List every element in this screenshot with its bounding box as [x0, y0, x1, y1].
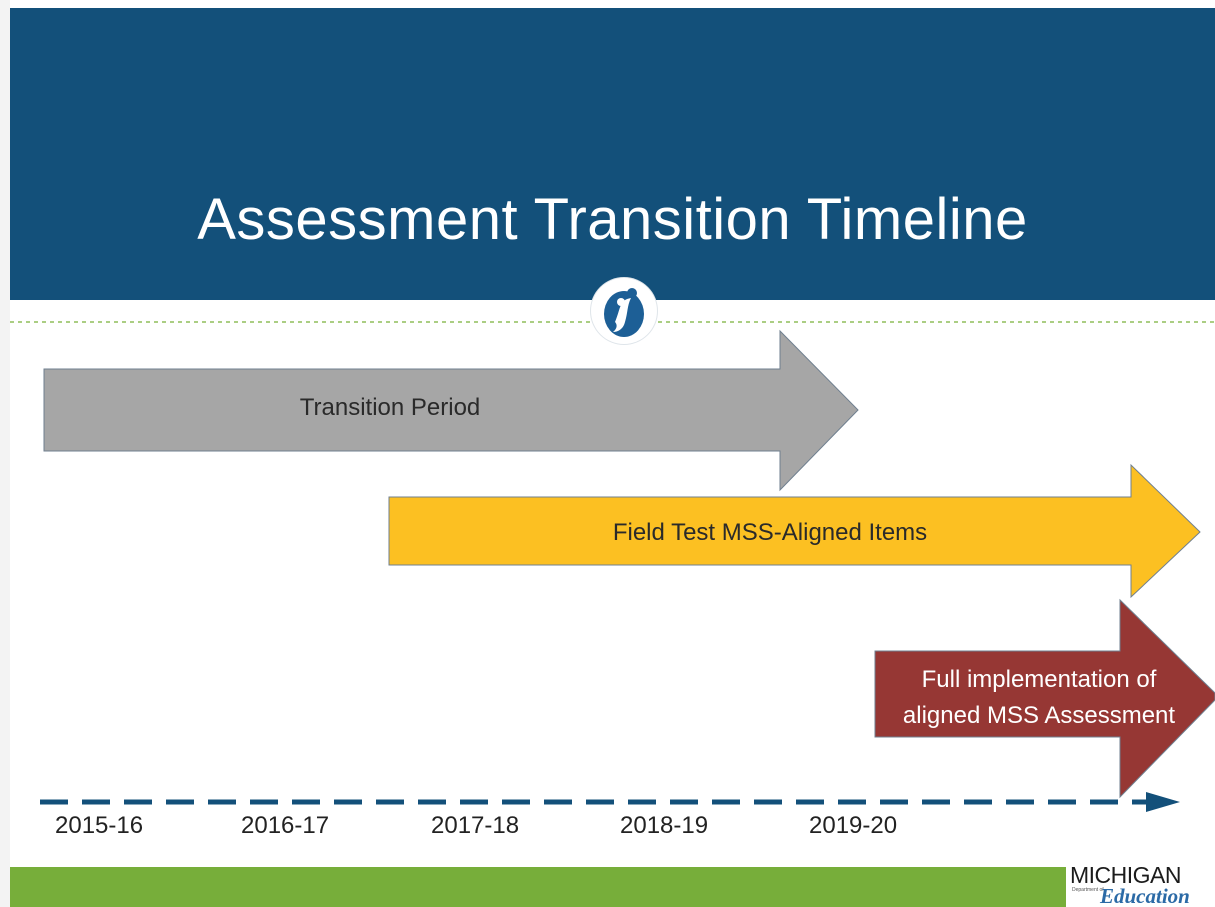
year-label: 2016-17 [241, 812, 330, 839]
brand-line1: MICHIGAN [1070, 862, 1182, 888]
year-axis: 2015-16 2016-17 2017-18 2018-19 2019-20 [0, 812, 1215, 852]
michigan-education-logo: MICHIGAN Department of Education [1066, 858, 1215, 907]
footer-band [10, 867, 1215, 907]
timeline-arrowhead-icon [1146, 792, 1180, 812]
slide-title: Assessment Transition Timeline [197, 187, 1028, 252]
slide-edge [0, 0, 10, 907]
student-figure-logo-icon [591, 278, 657, 344]
arrow-transition-period [43, 329, 859, 492]
year-label: 2019-20 [809, 812, 898, 839]
brand-line2: Education [1100, 884, 1190, 907]
arrow-label-field-test: Field Test MSS-Aligned Items [612, 519, 928, 546]
arrow-label-transition-period: Transition Period [299, 394, 481, 421]
arrow-field-test [388, 463, 1201, 599]
header-band [10, 8, 1215, 300]
arrow-label-full-implementation: Full implementation of aligned MSS Asses… [902, 666, 1176, 729]
year-label: 2015-16 [55, 812, 144, 839]
brand-small-text: Department of [1072, 887, 1104, 893]
year-label: 2018-19 [620, 812, 709, 839]
year-label: 2017-18 [431, 812, 520, 839]
arrow-full-implementation [874, 598, 1215, 799]
